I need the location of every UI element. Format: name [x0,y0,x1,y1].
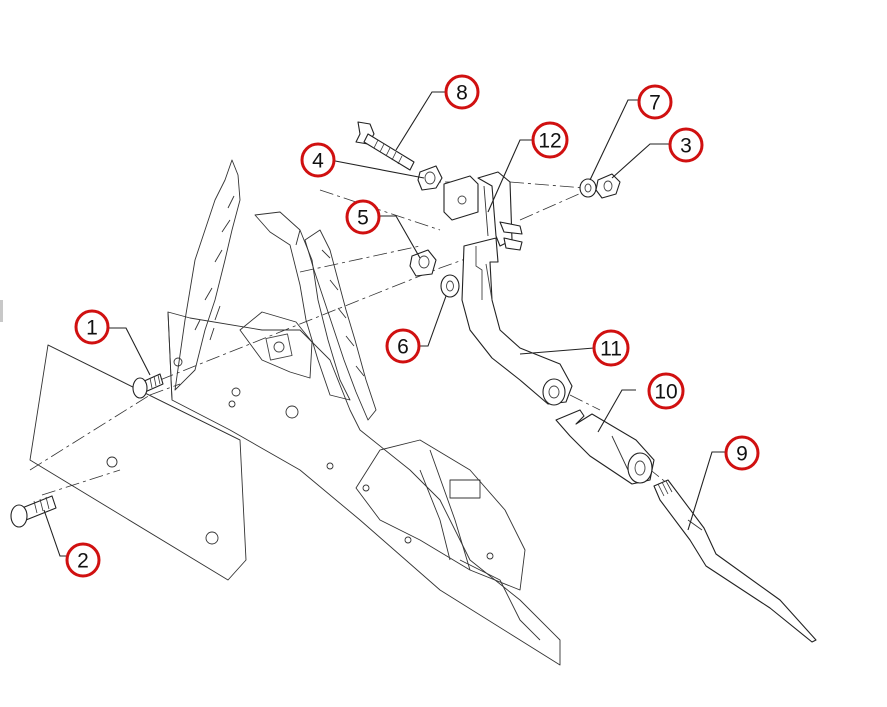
part-7-washer [579,178,597,198]
callout-7: 7 [637,84,673,120]
part-6-washer [440,274,460,298]
curved-plate [254,211,351,401]
alignment-lines [29,181,669,496]
part-3-nut [595,173,621,199]
callout-3: 3 [668,127,704,163]
part-9-tine [653,479,817,643]
side-plate-front [29,344,247,581]
callout-4: 4 [300,142,336,178]
callout-7-label: 7 [649,92,661,115]
callout-11-label: 11 [600,338,622,361]
callout-6-label: 6 [397,336,409,359]
part-5-nut [409,249,437,277]
callout-2: 2 [65,542,101,578]
callout-4-label: 4 [312,150,324,173]
callout-5-label: 5 [357,207,369,230]
callout-9-label: 9 [736,443,748,466]
lower-plate [355,439,526,591]
callout-1-label: 1 [86,317,98,340]
callout-8: 8 [444,74,480,110]
callout-9: 9 [724,435,760,471]
callout-2-label: 2 [77,550,89,573]
part-1-bolt [132,373,164,399]
window-edge-handle [0,300,3,322]
callout-1: 1 [74,309,110,345]
callout-6: 6 [385,328,421,364]
callout-5: 5 [345,199,381,235]
callout-11: 11 [592,329,630,367]
part-12-bracket [443,171,523,251]
part-10-socket [555,409,655,485]
part-2-bolt [10,495,57,528]
part-11-holder [461,237,573,406]
callout-8-label: 8 [456,82,468,105]
callout-12: 12 [531,121,569,159]
center-bracket [239,311,313,379]
callout-12-label: 12 [538,130,561,153]
part-4-nut [417,165,443,191]
callout-10-label: 10 [654,381,677,404]
leader-lines [43,91,728,557]
serrated-blade-left [174,159,241,391]
callout-3-label: 3 [680,135,692,158]
serrated-blade-right [304,229,377,421]
callout-10: 10 [647,372,685,410]
part-8-hinge-bolt [355,121,415,171]
frame-assembly [29,159,561,666]
